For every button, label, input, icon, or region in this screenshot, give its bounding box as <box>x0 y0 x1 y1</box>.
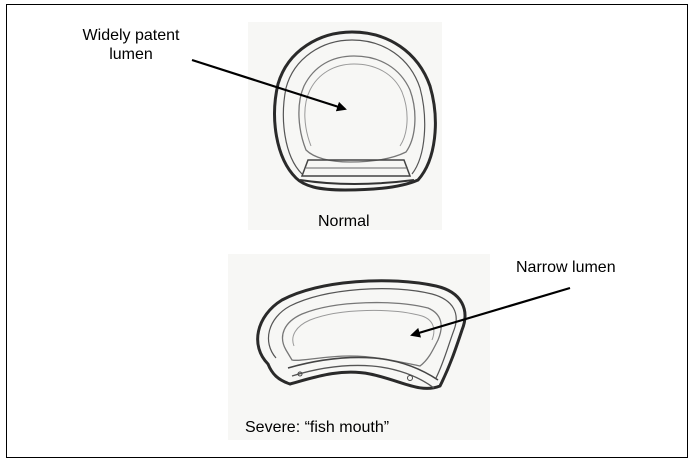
severe-fish-mouth-label: Severe: “fish mouth” <box>245 418 389 437</box>
narrow-lumen-label: Narrow lumen <box>516 258 616 277</box>
normal-label: Normal <box>318 212 370 231</box>
widely-patent-line2: lumen <box>60 45 202 64</box>
normal-panel-background <box>248 22 442 230</box>
widely-patent-lumen-label: Widely patent lumen <box>60 26 202 64</box>
widely-patent-line1: Widely patent <box>60 26 202 45</box>
